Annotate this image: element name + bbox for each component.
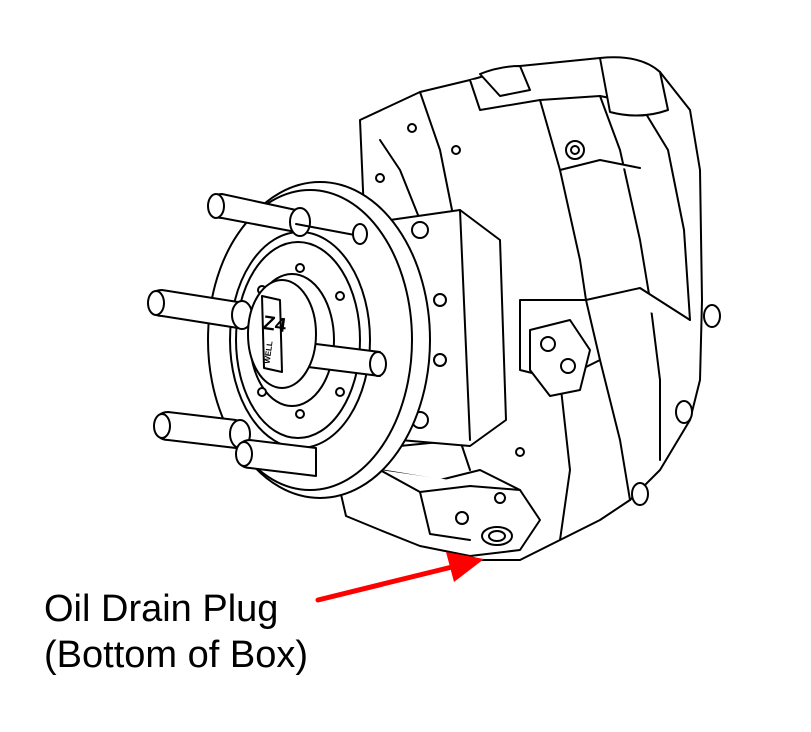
oil-drain-plug-label: Oil Drain Plug (Bottom of Box) <box>44 586 308 678</box>
svg-text:Z4: Z4 <box>261 312 288 337</box>
label-line-2: (Bottom of Box) <box>44 634 308 676</box>
oil-drain-plug <box>481 526 513 546</box>
housing-bolts <box>375 123 721 506</box>
label-line-1: Oil Drain Plug <box>44 588 279 630</box>
callout-arrow <box>315 552 484 603</box>
center-cap <box>247 279 317 389</box>
wheel-studs <box>147 193 387 477</box>
z4-well-logo: Z4 WELL <box>261 312 288 364</box>
side-boss <box>529 140 591 397</box>
svg-text:WELL: WELL <box>263 340 275 364</box>
